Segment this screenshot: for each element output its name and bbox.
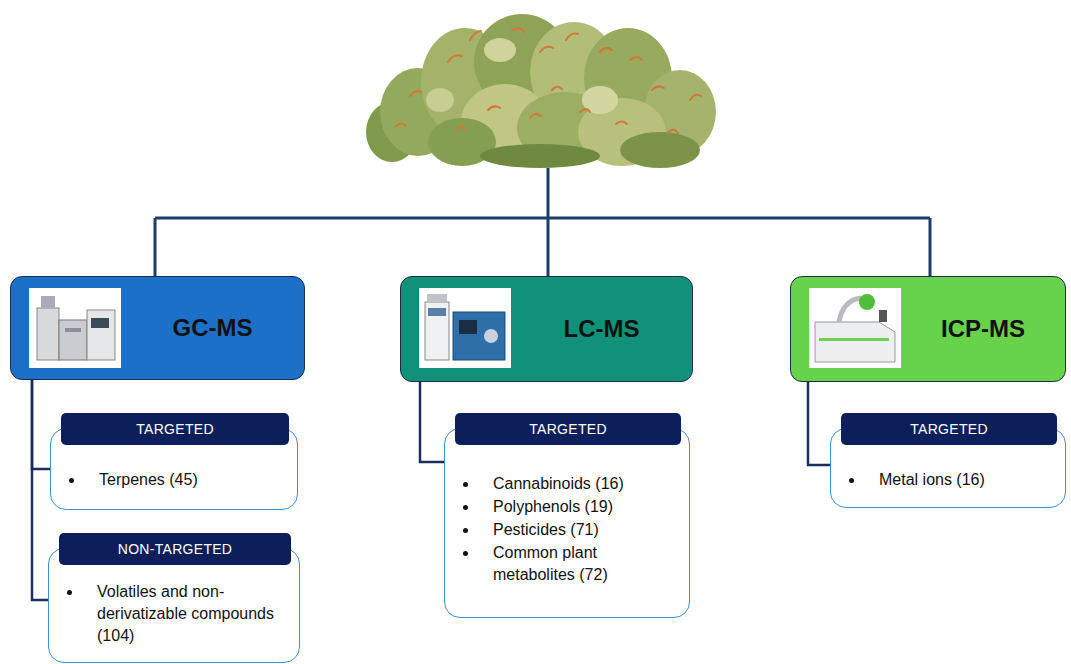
instrument-icon [419, 288, 511, 368]
technique-box: GC-MS [10, 276, 305, 380]
header-text: TARGETED [136, 421, 214, 437]
category-box: NON-TARGETEDVolatiles and non-derivatiza… [48, 548, 300, 663]
cannabis-buds [366, 14, 716, 168]
list-item: Polyphenols (19) [479, 496, 675, 518]
list-item: Volatiles and non-derivatizable compound… [83, 581, 277, 647]
instrument-icon [29, 288, 121, 368]
item-list: Metal ions (16) [845, 469, 1053, 491]
technique-box: ICP-MS [790, 276, 1066, 382]
bracket-connector [420, 382, 444, 462]
list-item: Metal ions (16) [865, 469, 1053, 491]
category-box: TARGETEDMetal ions (16) [830, 428, 1066, 508]
section-header: NON-TARGETED [59, 533, 291, 565]
bracket-connector [32, 380, 50, 469]
bracket-connector [32, 380, 48, 600]
section-header: TARGETED [455, 413, 681, 445]
list-item: Terpenes (45) [85, 469, 285, 491]
header-text: NON-TARGETED [118, 541, 233, 557]
category-box: TARGETEDCannabinoids (16)Polyphenols (19… [444, 428, 690, 618]
technique-title: GC-MS [173, 314, 253, 342]
technique-title: LC-MS [564, 315, 640, 343]
technique-box: LC-MS [400, 276, 693, 382]
section-header: TARGETED [61, 413, 289, 445]
list-item: Pesticides (71) [479, 519, 675, 541]
item-list: Volatiles and non-derivatizable compound… [63, 581, 277, 647]
header-text: TARGETED [529, 421, 607, 437]
pistil-hairs [396, 28, 701, 133]
technique-title: ICP-MS [941, 315, 1025, 343]
list-item: Cannabinoids (16) [479, 473, 675, 495]
category-box: TARGETEDTerpenes (45) [50, 428, 298, 510]
list-item: Common plant metabolites (72) [479, 542, 675, 586]
item-list: Terpenes (45) [65, 469, 285, 491]
bracket-connector [808, 382, 830, 465]
tree-connector [155, 168, 930, 276]
section-header: TARGETED [841, 413, 1057, 445]
instrument-icon [809, 288, 901, 368]
item-list: Cannabinoids (16)Polyphenols (19)Pestici… [459, 473, 675, 586]
header-text: TARGETED [910, 421, 988, 437]
